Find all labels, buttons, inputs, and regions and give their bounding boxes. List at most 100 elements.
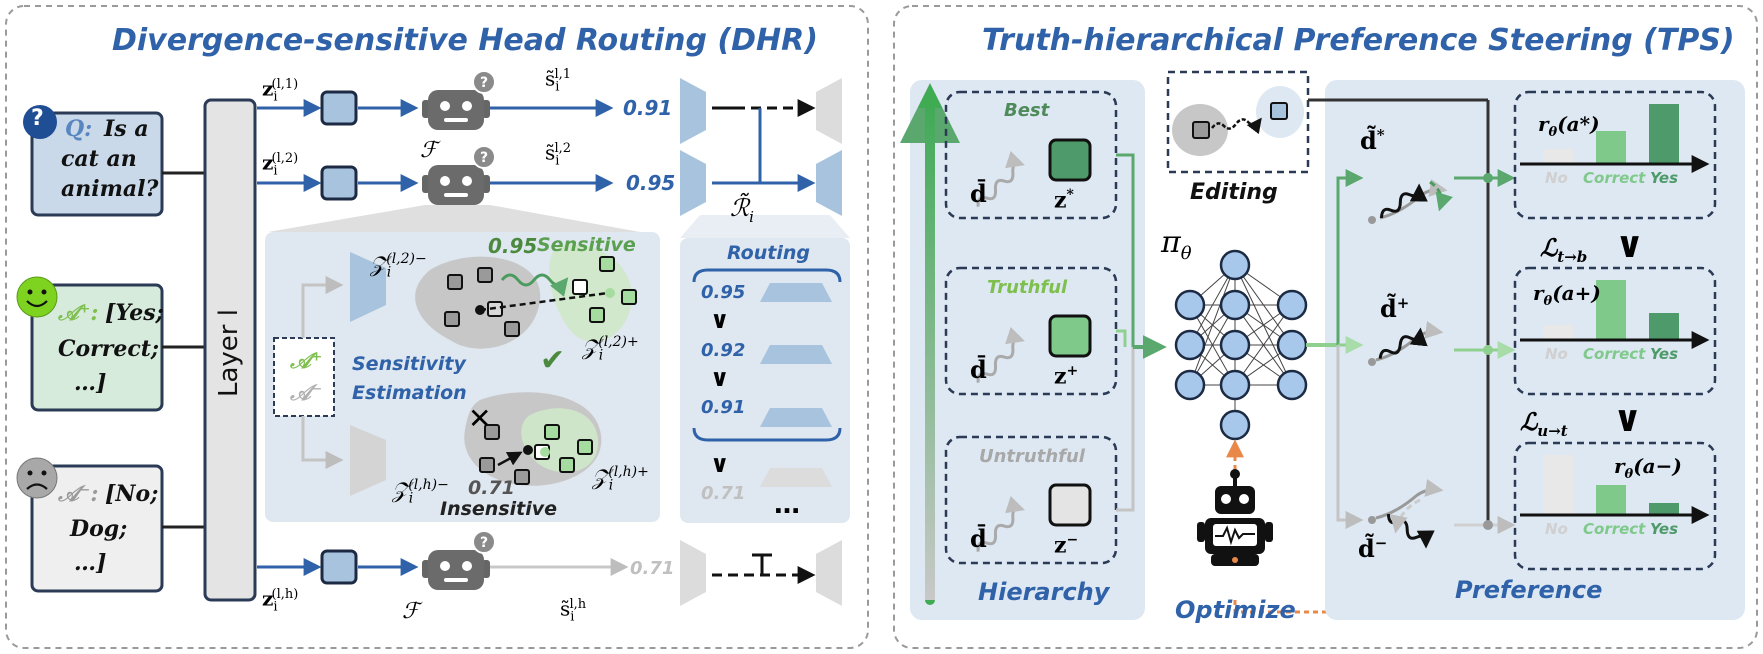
d-plus-label: d̃+ xyxy=(1380,294,1410,323)
reward-bar-2-2 xyxy=(1649,503,1679,515)
negative-line-3: …] xyxy=(74,550,107,576)
svg-text:?: ? xyxy=(480,535,488,551)
head-h-z: zi(l,h) xyxy=(262,586,299,615)
d-minus-label: d̃− xyxy=(1358,534,1388,563)
scorer-label-h: ℱ xyxy=(402,599,420,624)
positive-line-2: Correct; xyxy=(58,336,160,362)
routing-rank-4: 0.71 xyxy=(701,483,746,504)
loss-t-b: ℒt→b xyxy=(1540,233,1588,266)
robot-icon-h: ? xyxy=(422,530,496,590)
reward-panel-untruthful xyxy=(1513,441,1717,571)
level-untruthful-z: z− xyxy=(1054,532,1079,559)
level-best xyxy=(944,90,1118,220)
routing-rank-2: 0.92 xyxy=(701,340,746,361)
dhr-title: Divergence-sensitive Head Routing (DHR) xyxy=(112,23,818,58)
scorer-label-1: ℱ xyxy=(420,138,438,163)
head-h-score: 0.71 xyxy=(630,558,675,579)
reward-category-0-2: Yes xyxy=(1650,169,1679,187)
sensitivity-label-1: Sensitivity xyxy=(352,353,466,375)
policy-label: πθ xyxy=(1161,225,1192,264)
robot-icon-2: ? xyxy=(422,145,496,205)
negative-line-1: [No; xyxy=(105,481,159,507)
editing-label: Editing xyxy=(1190,180,1278,205)
level-truthful-label: Truthful xyxy=(987,277,1068,298)
check-icon: ✔ xyxy=(540,343,566,378)
routing-greater-2: ∨ xyxy=(710,364,730,392)
sensitive-label: Sensitive xyxy=(537,234,636,256)
reward-bar-2-1 xyxy=(1596,485,1626,515)
svg-text:?: ? xyxy=(480,150,488,166)
policy-network xyxy=(1174,249,1308,441)
sad-face-icon xyxy=(16,457,58,499)
level-truthful xyxy=(944,266,1118,396)
head-1-z: zi(l,1) xyxy=(262,76,299,105)
reward-bar-1-2 xyxy=(1649,313,1679,340)
cluster-top-minus-label: 𝒵i(l,2)− xyxy=(370,251,427,281)
reward-category-1-1: Correct xyxy=(1583,345,1646,363)
layer-label: Layer l xyxy=(214,309,244,397)
reward-panel-truthful xyxy=(1513,266,1717,396)
question-icon xyxy=(23,105,57,139)
head-1-score: 0.91 xyxy=(623,96,673,120)
preference-label: Preference xyxy=(1455,576,1603,604)
question-symbol: Q: xyxy=(65,116,93,142)
loss-t-b-greater: ∨ xyxy=(1615,225,1645,266)
cross-icon: ✕ xyxy=(468,402,492,435)
head-1-score-symbol: s̃il,1 xyxy=(545,66,571,95)
positive-symbol: 𝒜⁺: xyxy=(58,300,99,326)
head-row-1 xyxy=(257,90,614,126)
reward-category-1-0: No xyxy=(1545,345,1568,363)
level-untruthful-label: Untruthful xyxy=(979,446,1085,467)
reward-label-untruthful: rθ(a−) xyxy=(1614,454,1682,482)
insensitive-score: 0.71 xyxy=(468,477,515,499)
reward-label-truthful: rθ(a+) xyxy=(1533,281,1601,309)
happy-face-icon xyxy=(16,276,58,318)
head-row-2 xyxy=(257,165,614,201)
answer-negative-label: 𝒜⁻ xyxy=(290,380,323,406)
question-mark: ? xyxy=(31,106,44,131)
level-untruthful xyxy=(944,435,1118,565)
reward-label-best: rθ(a*) xyxy=(1538,112,1600,140)
reward-bar-0-0 xyxy=(1543,149,1573,164)
head-row-h xyxy=(257,549,629,585)
reward-bars xyxy=(1520,104,1710,524)
routing-panel xyxy=(680,238,850,523)
positive-line-3: …] xyxy=(74,370,107,396)
level-truthful-z: z+ xyxy=(1054,363,1079,390)
level-untruthful-d: d̄ xyxy=(970,524,987,553)
routing-greater-3: ∨ xyxy=(710,450,730,478)
loss-u-t-greater: ∨ xyxy=(1613,399,1643,440)
question-line-1: Is a xyxy=(104,116,149,142)
reward-category-0-1: Correct xyxy=(1583,169,1646,187)
reward-category-2-1: Correct xyxy=(1583,520,1646,538)
head-2-score: 0.95 xyxy=(626,171,676,195)
level-truthful-d: d̄ xyxy=(970,355,987,384)
reward-category-2-2: Yes xyxy=(1650,520,1679,538)
reward-category-1-2: Yes xyxy=(1650,345,1679,363)
negative-line-2: Dog; xyxy=(70,516,128,542)
reward-bar-2-0 xyxy=(1543,455,1573,515)
head-2-z: zi(l,2) xyxy=(262,150,299,179)
reward-bar-1-0 xyxy=(1543,325,1573,340)
routing-rank-3: 0.91 xyxy=(701,397,746,418)
hierarchy-label: Hierarchy xyxy=(978,578,1110,606)
reward-category-0-0: No xyxy=(1545,169,1568,187)
cluster-bottom-plus-label: 𝒵i(l,h)+ xyxy=(592,464,649,494)
cluster-top-plus-label: 𝒵i(l,2)+ xyxy=(582,334,639,364)
positive-line-1: [Yes; xyxy=(105,300,164,326)
d-star-arrows xyxy=(1368,169,1516,224)
answer-positive-label: 𝒜⁺ xyxy=(290,348,323,374)
routing-greater-1: ∨ xyxy=(710,306,730,334)
level-best-d: d̄ xyxy=(970,179,987,208)
reward-bar-0-2 xyxy=(1649,104,1679,164)
reward-bar-0-1 xyxy=(1596,131,1626,164)
question-box xyxy=(30,111,164,217)
optimizer-robot-icon xyxy=(1197,469,1273,566)
level-best-label: Best xyxy=(1004,100,1050,121)
question-line-2: cat an xyxy=(61,146,137,172)
robot-icon-1: ? xyxy=(422,70,496,130)
head-2-score-symbol: s̃il,2 xyxy=(545,140,571,169)
optimize-label: Optimize xyxy=(1175,596,1296,624)
